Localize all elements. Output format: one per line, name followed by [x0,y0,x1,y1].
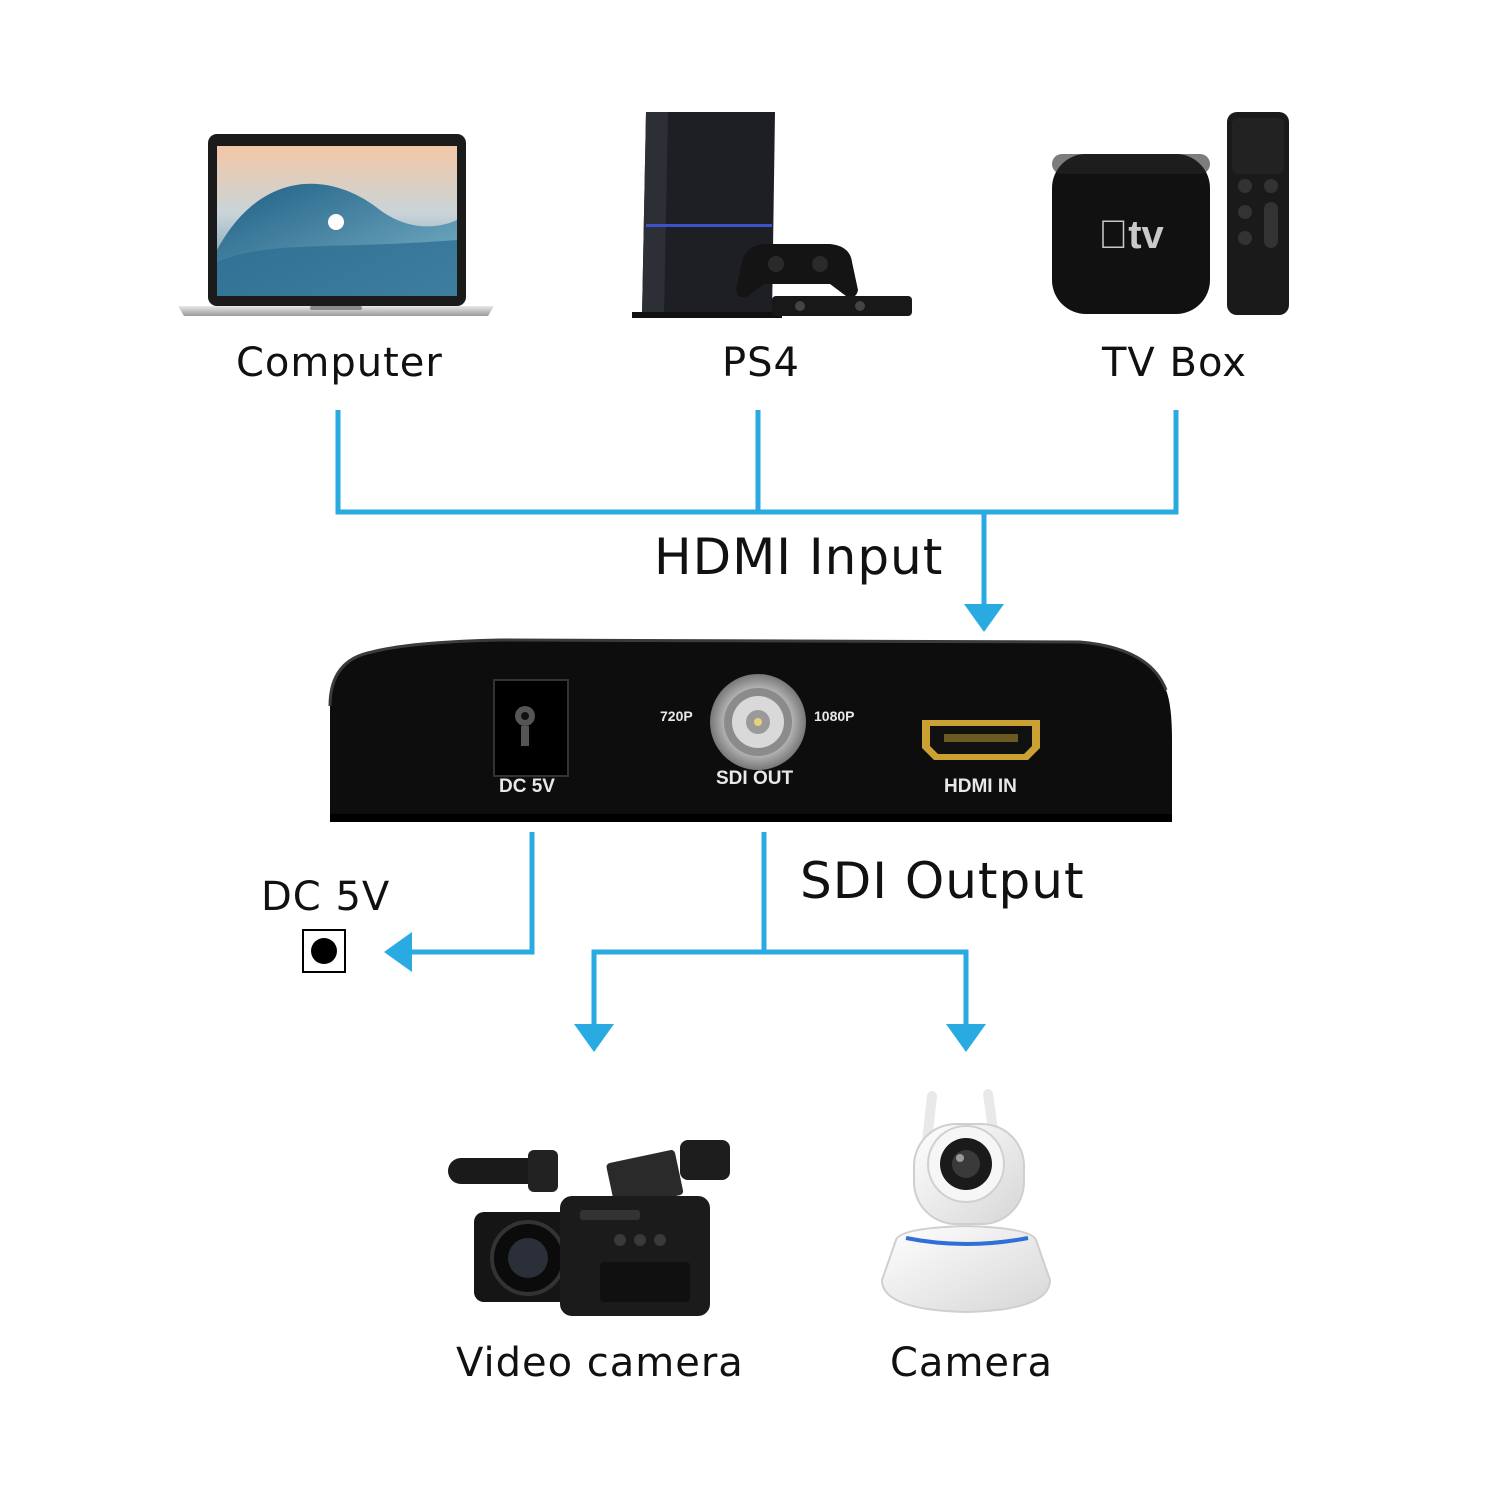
port-label-hdmi: HDMI IN [944,776,1017,797]
game-console-icon [632,112,912,318]
hdmi-input-label: HDMI Input [654,528,944,586]
port-label-sdi: SDI OUT [716,768,794,789]
dc-jack [493,679,569,777]
camera-arrowhead [946,1024,986,1052]
source-label-ps4: PS4 [722,340,800,386]
sdi-branch-line [591,949,969,1026]
output-label-camera: Camera [890,1340,1053,1386]
dc-power-icon [302,929,346,973]
power-line [410,832,535,955]
power-label: DC 5V [261,874,391,920]
source-label-tv-box: TV Box [1102,340,1247,386]
video-camera-arrowhead [574,1024,614,1052]
output-label-video-camera: Video camera [456,1340,744,1386]
tv-box-icon: tv [1052,112,1289,315]
svg-text:tv: tv [1098,213,1164,257]
port-label-720p: 720P [660,708,693,724]
hdmi-port [922,720,1040,760]
source-label-computer: Computer [236,340,443,386]
sdi-output-label: SDI Output [800,852,1085,910]
power-arrowhead [384,932,412,972]
hdmi-input-arrowhead [964,604,1004,632]
hdmi-input-connectors [335,410,1179,606]
video-camera-icon [448,1140,730,1316]
sdi-output-connectors [410,832,969,1026]
ip-camera-icon [880,1089,1052,1314]
converter-device [328,638,1172,822]
port-label-1080p: 1080P [814,708,855,724]
port-label-dc: DC 5V [499,776,555,797]
sdi-bnc-port [710,674,806,770]
laptop-icon [178,134,494,316]
